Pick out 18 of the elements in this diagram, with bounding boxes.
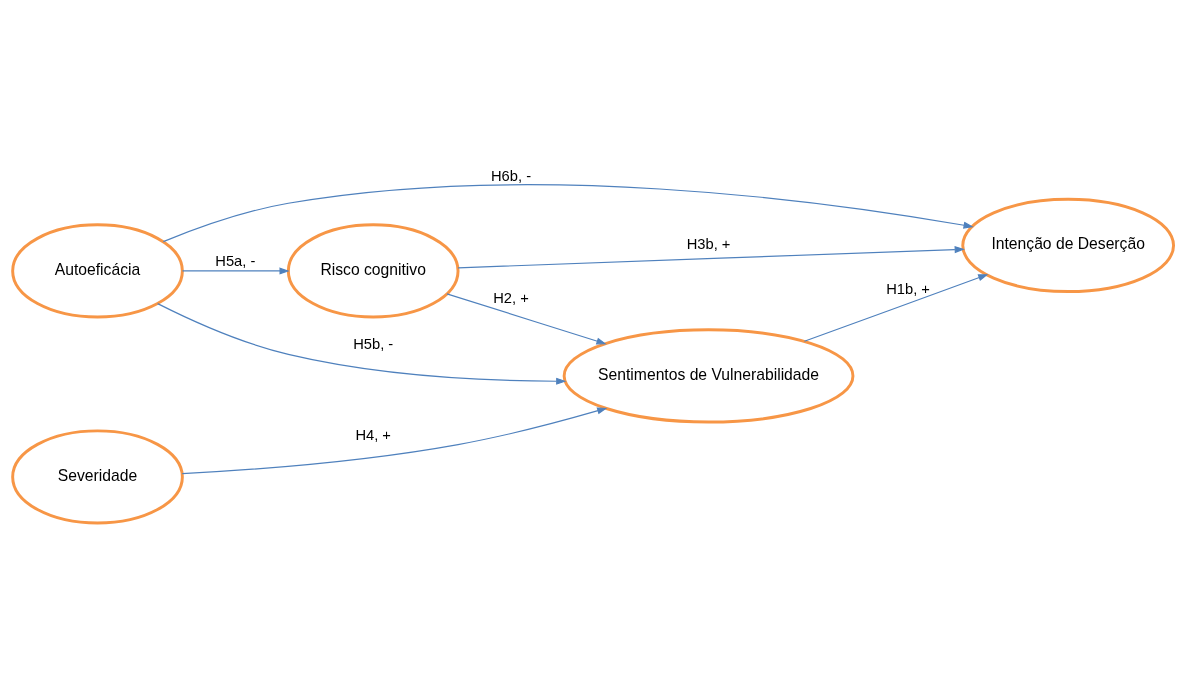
arrow bbox=[162, 184, 974, 243]
arrow bbox=[446, 293, 607, 345]
arrow bbox=[181, 407, 608, 475]
node-ellipse: Risco cognitivo bbox=[286, 223, 460, 319]
arrow bbox=[157, 303, 567, 385]
edge-label: H1b, + bbox=[886, 281, 930, 298]
arrow bbox=[181, 267, 290, 275]
edge-label: H6b, - bbox=[491, 167, 532, 184]
node-ellipse: Sentimentos de Vulnerabilidade bbox=[562, 328, 855, 424]
arrow bbox=[803, 274, 989, 342]
edge-label: H5a, - bbox=[215, 253, 256, 270]
node-ellipse: Autoeficácia bbox=[11, 223, 184, 319]
edge-label: H3b, + bbox=[686, 236, 731, 253]
arrow bbox=[457, 246, 965, 269]
edge-label: H2, + bbox=[493, 290, 529, 307]
edge-label: H4, + bbox=[355, 426, 391, 443]
edge-label: H5b, - bbox=[353, 336, 394, 353]
node-ellipse: Severidade bbox=[11, 429, 184, 525]
